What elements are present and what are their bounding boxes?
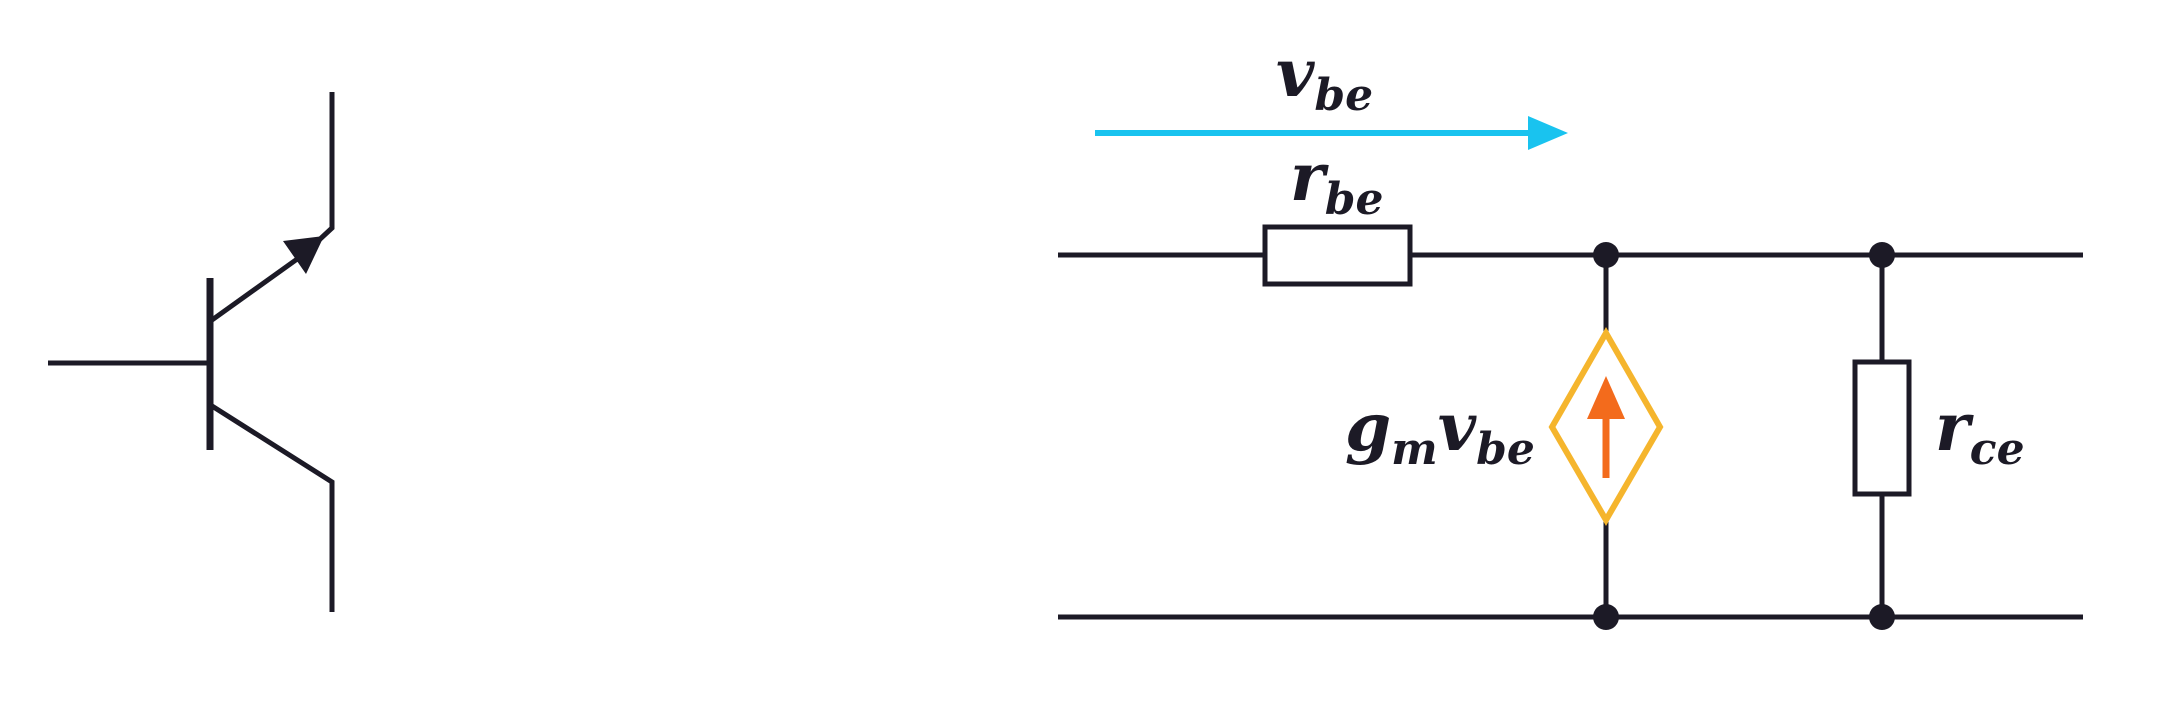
vbe-voltage-arrow — [1095, 116, 1568, 150]
collector-lead — [210, 403, 335, 612]
small-signal-model: vbe rbe gmvbe rce — [1058, 34, 2083, 630]
emitter-arrow-icon — [283, 236, 324, 274]
dependent-current-source — [1548, 326, 1664, 526]
rce-label: rce — [1935, 388, 2025, 475]
junction-node-bottom-1 — [1593, 604, 1619, 630]
rbe-label: rbe — [1290, 138, 1384, 225]
vbe-label: vbe — [1276, 34, 1373, 121]
bjt-transistor-symbol — [48, 92, 335, 612]
current-arrow-icon — [1587, 376, 1625, 419]
junction-node-bottom-2 — [1869, 604, 1895, 630]
junction-node-top-1 — [1593, 242, 1619, 268]
emitter-lead — [316, 92, 335, 243]
junction-node-top-2 — [1869, 242, 1895, 268]
gm-vbe-label: gmvbe — [1345, 388, 1535, 475]
vbe-arrowhead-icon — [1528, 116, 1568, 150]
rbe-resistor — [1262, 224, 1413, 287]
emitter-diagonal — [210, 254, 302, 323]
rce-resistor — [1852, 359, 1912, 497]
